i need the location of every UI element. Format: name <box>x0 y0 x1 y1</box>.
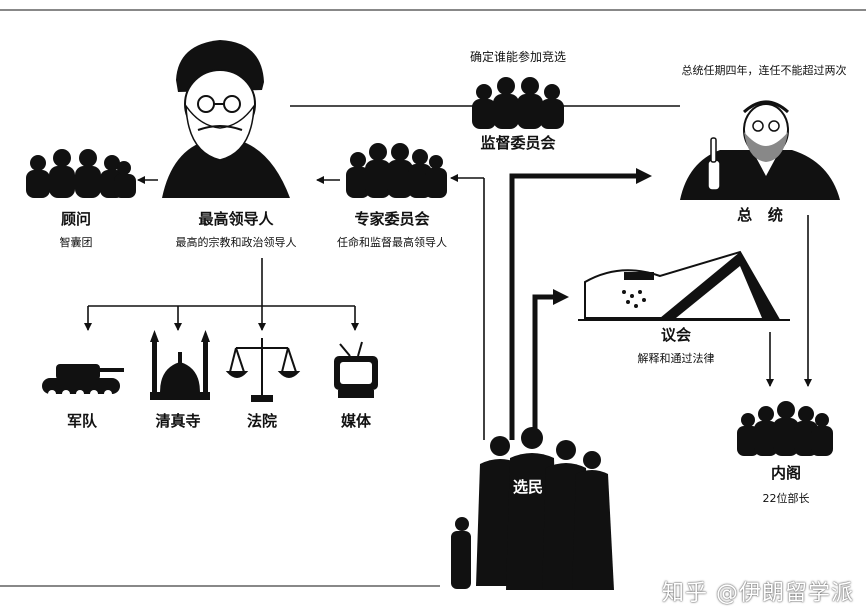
parliament-desc: 解释和通过法律 <box>637 352 715 365</box>
mosque-title: 清真寺 <box>155 412 201 430</box>
advisors-title: 顾问 <box>60 210 92 228</box>
tv-icon <box>334 341 378 398</box>
president-portrait <box>680 100 840 200</box>
supreme-leader-desc: 最高的宗教和政治领导人 <box>175 236 297 249</box>
supreme-leader-portrait <box>162 40 290 198</box>
guardian-council-desc: 确定谁能参加竞选 <box>469 50 567 64</box>
arrowhead-president <box>636 168 652 184</box>
think-tank-label: 智囊团 <box>59 236 93 249</box>
scales-icon <box>225 338 301 402</box>
mosque-icon <box>150 330 210 400</box>
watermark: 知乎 @伊朗留学派 <box>662 581 854 606</box>
guardian-council-silhouettes <box>472 77 564 129</box>
president-term-note: 总统任期四年，连任不能超过两次 <box>681 64 847 77</box>
president-title: 总 统 <box>737 206 783 224</box>
court-title: 法院 <box>246 412 278 430</box>
tank-icon <box>42 364 124 398</box>
assembly-experts-silhouettes <box>346 143 447 198</box>
assembly-experts-title: 专家委员会 <box>354 210 430 228</box>
voters-silhouettes <box>451 427 614 590</box>
media-title: 媒体 <box>340 412 372 430</box>
voters-title: 选民 <box>512 478 544 496</box>
arrow-voters-to-president <box>509 173 638 440</box>
voter-thick-arrows <box>509 173 638 440</box>
arrow-voters-to-parliament <box>532 294 555 440</box>
parliament-title: 议会 <box>660 326 692 344</box>
parliament-building <box>578 250 790 321</box>
army-title: 军队 <box>66 412 98 430</box>
supreme-leader-title: 最高领导人 <box>198 210 274 228</box>
arrowhead-parliament <box>553 289 569 305</box>
guardian-council-title: 监督委员会 <box>480 134 556 152</box>
cabinet-desc: 22位部长 <box>762 492 810 505</box>
cabinet-silhouettes <box>737 401 833 456</box>
assembly-experts-desc: 任命和监督最高领导人 <box>337 236 447 249</box>
advisors-silhouettes <box>26 149 136 198</box>
cabinet-title: 内阁 <box>770 464 802 482</box>
